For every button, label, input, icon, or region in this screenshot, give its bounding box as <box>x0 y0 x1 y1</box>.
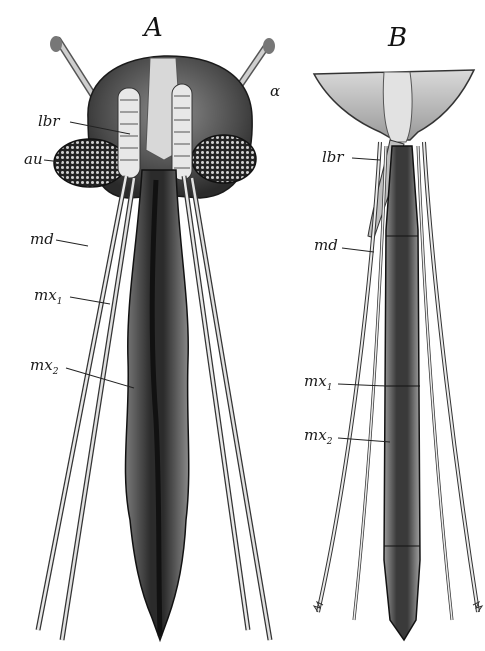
labium-b <box>384 146 420 640</box>
panel-b: B lbr md mx1 <box>304 23 482 640</box>
compound-eye-right <box>192 135 256 183</box>
panel-b-letter: B <box>387 23 407 53</box>
panel-a-letter: A <box>142 13 163 43</box>
compound-eye-left <box>54 139 126 187</box>
palp-left <box>118 88 140 178</box>
leader-b-md <box>342 248 374 252</box>
svg-text:mx2: mx2 <box>304 426 333 447</box>
leader-b-mx2 <box>338 438 390 442</box>
label-a-md: md <box>30 230 54 248</box>
label-a-lbr: lbr <box>38 112 60 130</box>
label-a-mx1: mx1 <box>34 286 62 307</box>
leader-b-mx1 <box>338 384 386 386</box>
palp-right <box>172 84 192 180</box>
label-b-lbr: lbr <box>322 148 344 166</box>
label-b-md: md <box>314 236 338 254</box>
label-antenna-alpha: α <box>270 82 280 100</box>
label-b-mx1: mx1 <box>304 372 332 393</box>
leader-b-lbr <box>352 158 380 160</box>
panel-a: A <box>24 13 280 640</box>
svg-text:mx1: mx1 <box>304 372 332 393</box>
label-a-au: au <box>24 150 43 168</box>
svg-text:mx1: mx1 <box>34 286 62 307</box>
svg-text:mx2: mx2 <box>30 356 59 377</box>
leader-a-md <box>56 240 88 246</box>
label-a-mx2: mx2 <box>30 356 59 377</box>
label-b-mx2: mx2 <box>304 426 333 447</box>
